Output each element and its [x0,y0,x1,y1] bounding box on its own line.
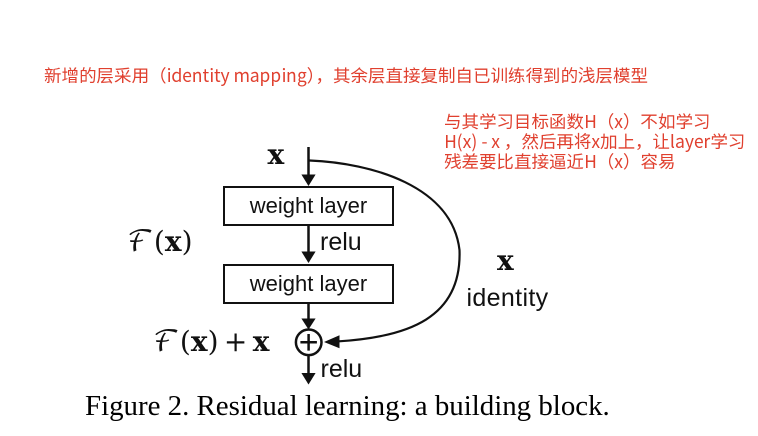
script-f-glyph: ℱ [127,229,154,258]
arrow-output [301,355,316,385]
plus-op: + [218,325,253,358]
weight-layer-box-1: weight layer [223,186,394,226]
arg-x: x [164,225,182,258]
relu-out-label: relu [320,354,363,383]
identity-label: identity [466,284,549,312]
arrow-mid [301,226,316,263]
skip-connection-curve [309,159,461,349]
arg-x-2: x [190,325,208,358]
top-annotation: 新增的层采用（identity mapping），其余层直接复制自已训练得到的浅… [44,62,648,88]
right-annotation-line2: H(x) - x ，然后再将x加上，让layer学习 [444,128,746,154]
relu-mid-label: relu [320,227,362,256]
rparen-2: ) [207,325,219,358]
weight-layer-2-label: weight layer [249,271,368,296]
arrow-to-sum [301,304,316,330]
skip-x-label: x [497,243,514,277]
figure-caption: Figure 2. Residual learning: a building … [85,390,610,422]
input-x-label: x [267,138,285,171]
lparen-2: ( [179,325,191,358]
output-sum-label: ℱ(x) + x [153,327,269,359]
sum-node [294,328,323,357]
right-annotation: 与其学习目标函数H（x）不如学习 H(x) - x ，然后再将x加上，让laye… [444,112,745,171]
lparen: ( [153,225,165,258]
right-annotation-line1: 与其学习目标函数H（x）不如学习 [444,109,711,134]
arrow-input [301,147,316,186]
weight-layer-box-2: weight layer [223,264,394,304]
residual-function-label: ℱ(x) [127,227,193,259]
script-f-glyph-2: ℱ [153,329,180,358]
sum-x: x [252,325,270,358]
right-annotation-line3: 残差要比直接逼近H（x）容易 [444,148,676,174]
weight-layer-1-label: weight layer [249,193,368,218]
rparen: ) [181,225,193,258]
